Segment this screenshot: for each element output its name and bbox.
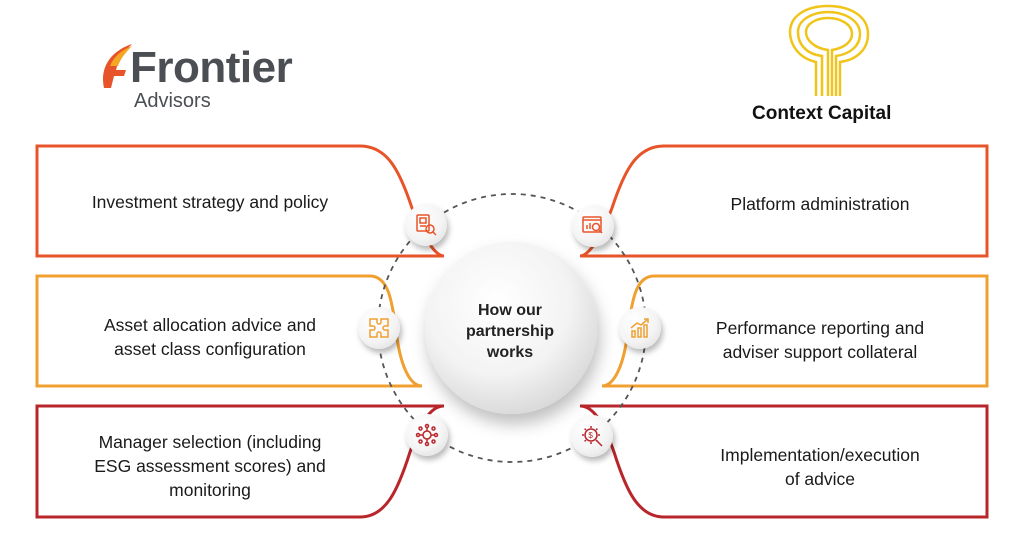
left-panel-border-3 xyxy=(35,404,445,519)
center-circle xyxy=(425,242,597,414)
growth-chart-icon xyxy=(619,307,661,349)
puzzle-icon xyxy=(358,307,400,349)
right-panel-border-1 xyxy=(579,144,989,258)
left-panel-text-2: Asset allocation advice and asset class … xyxy=(103,315,317,359)
frontier-logo-subtitle: Advisors xyxy=(134,90,211,112)
right-panel-text-2: Performance reporting and adviser suppor… xyxy=(715,318,925,362)
network-person-icon xyxy=(406,414,448,456)
chart-magnifier-icon xyxy=(572,205,614,247)
report-analysis-icon xyxy=(405,204,447,246)
gear-dollar-icon: $ xyxy=(571,415,613,457)
frontier-logo-mark xyxy=(103,44,132,88)
context-capital-logo-mark xyxy=(788,4,870,96)
svg-text:$: $ xyxy=(588,431,593,440)
left-panel-text-3: Manager selection (including ESG assessm… xyxy=(94,432,326,500)
frontier-logo-name: Frontier xyxy=(130,43,293,92)
left-panel-text-1: Investment strategy and policy xyxy=(91,192,329,212)
right-panel-text-3: Implementation/execution of advice xyxy=(720,445,920,489)
center-label: How our partnership works xyxy=(465,302,554,361)
right-panel-border-3 xyxy=(579,404,989,519)
right-panel-text-1: Platform administration xyxy=(730,194,910,214)
